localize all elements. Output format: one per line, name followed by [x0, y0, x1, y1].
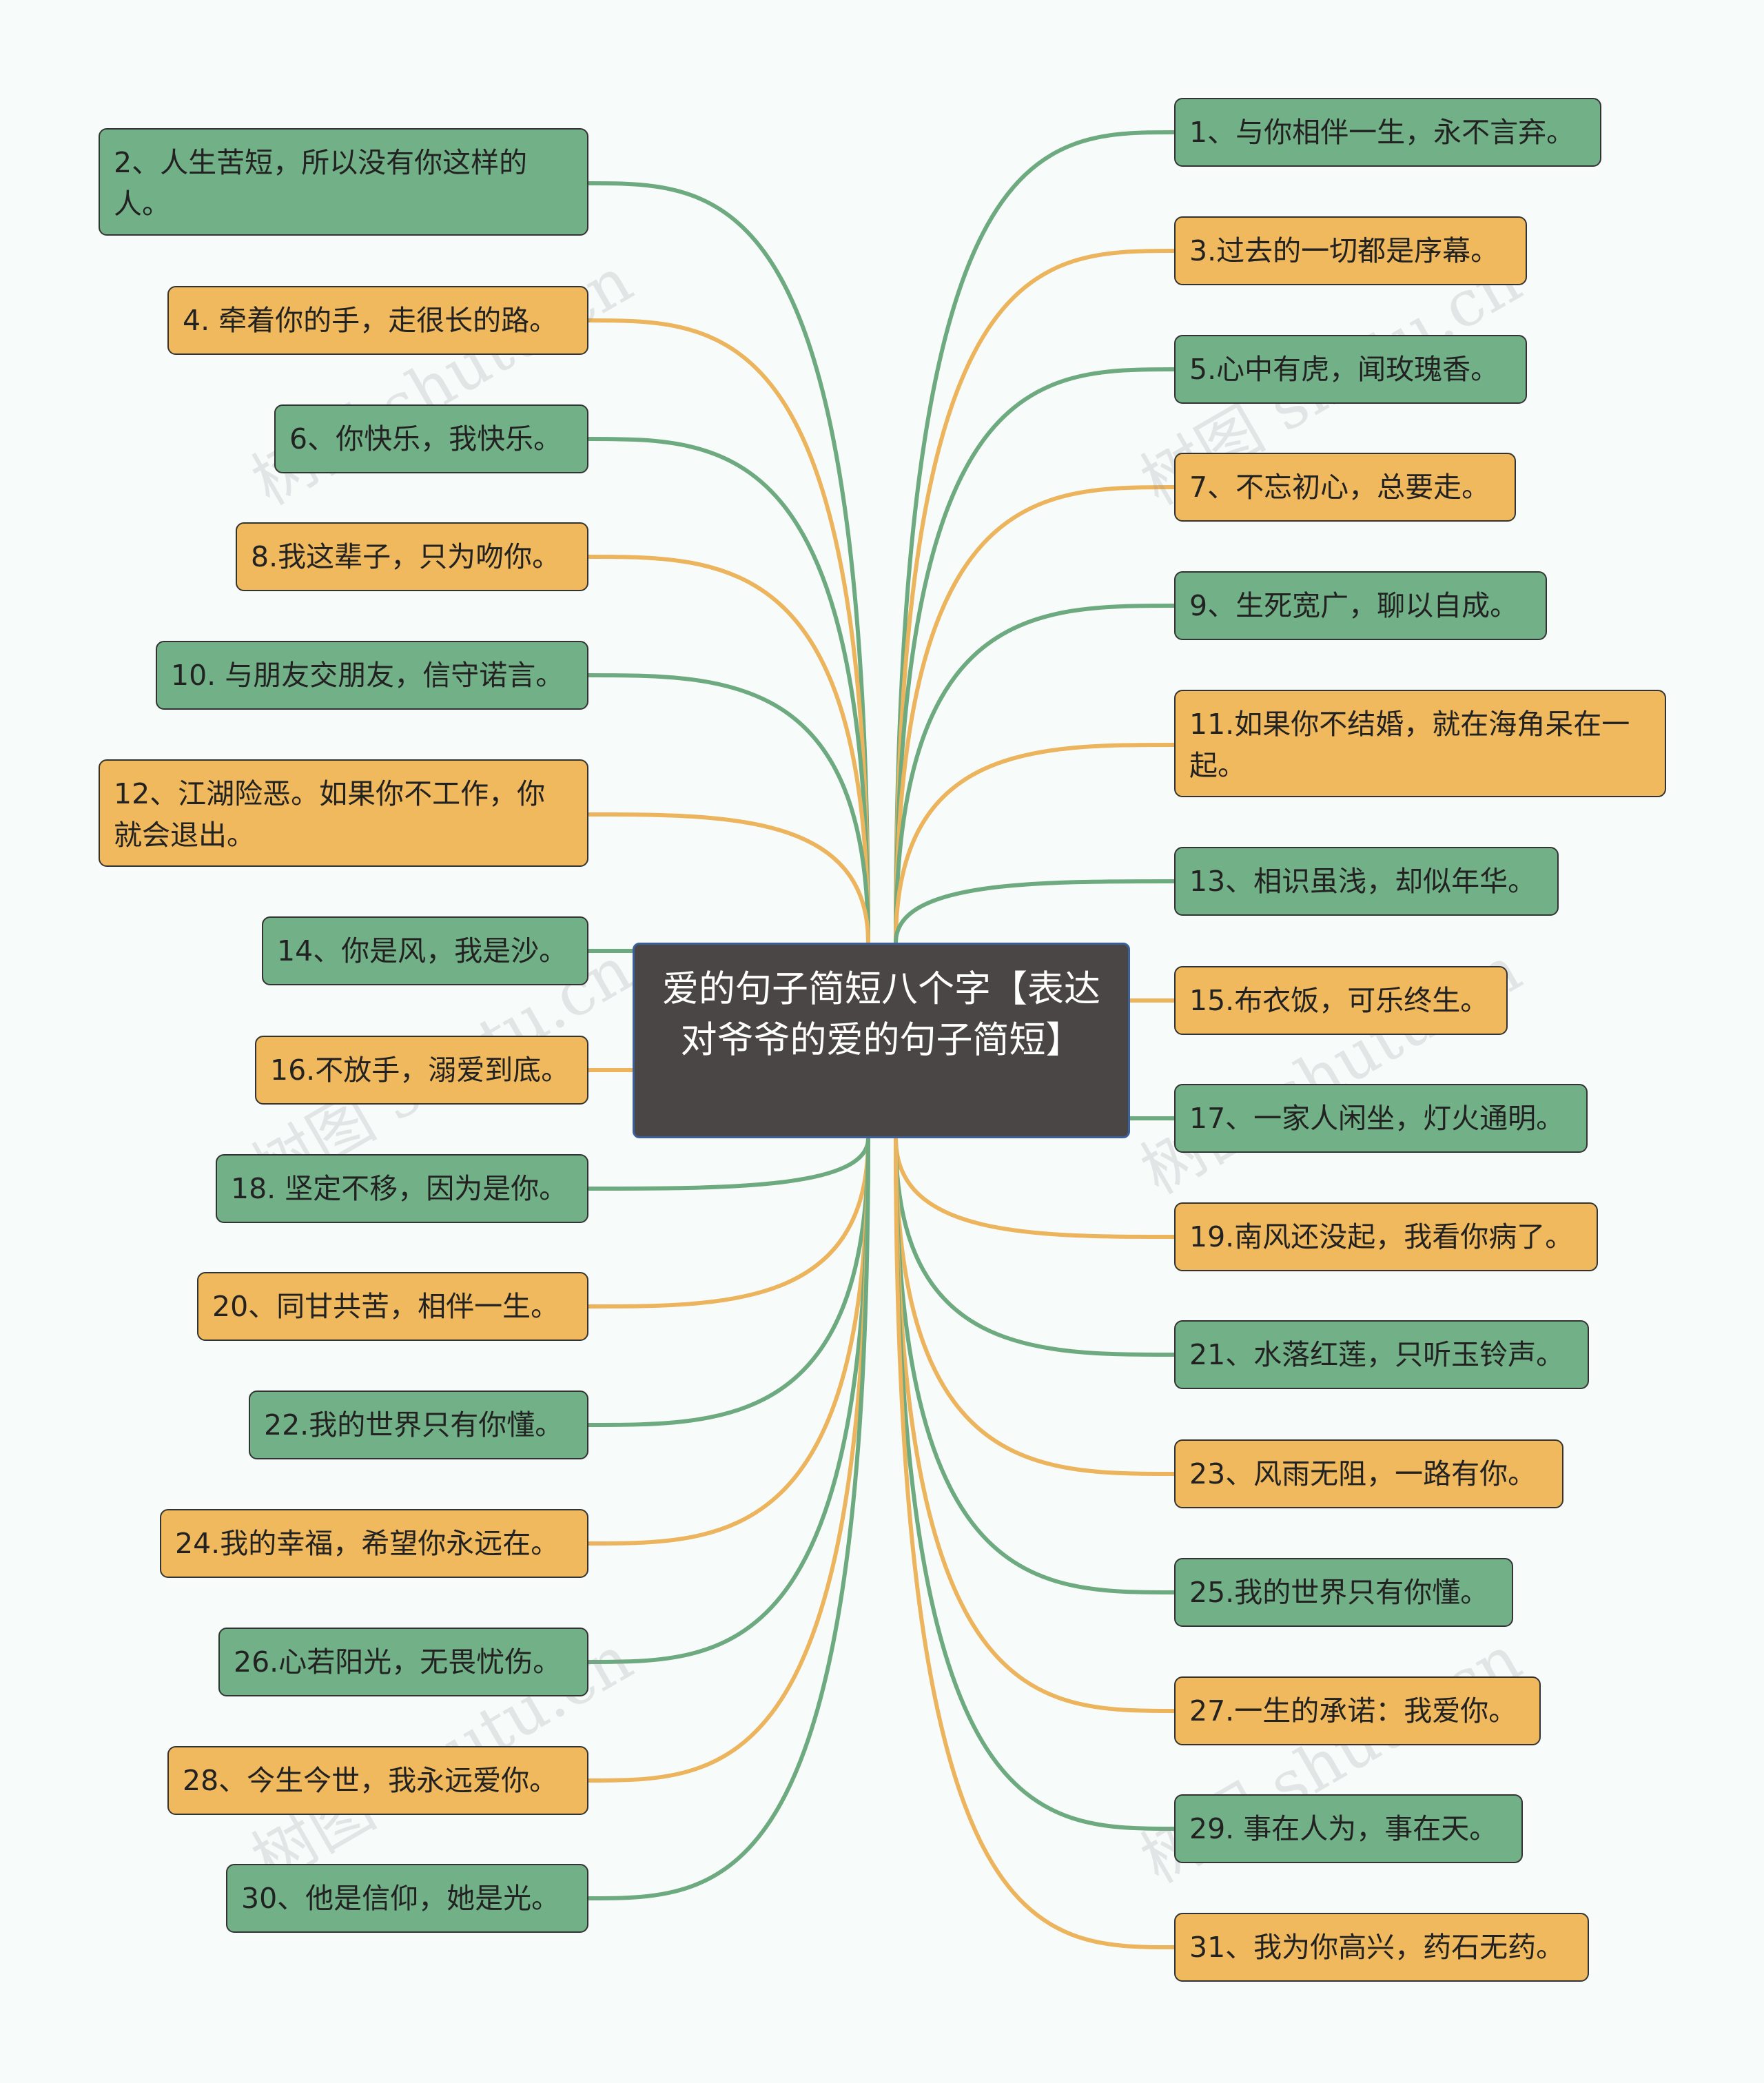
right-connector-1 — [894, 130, 1175, 943]
left-connector-4 — [588, 555, 870, 943]
left-topic-13[interactable]: 26.心若阳光，无畏忧伤。 — [218, 1628, 588, 1696]
left-connector-13 — [588, 1138, 870, 1664]
right-topic-10[interactable]: 19.南风还没起，我看你病了。 — [1174, 1202, 1598, 1271]
left-connector-10 — [588, 1138, 870, 1309]
left-topic-7[interactable]: 14、你是风，我是沙。 — [262, 916, 588, 985]
left-connector-6 — [588, 812, 870, 943]
left-connector-9 — [588, 1138, 870, 1191]
left-topic-1[interactable]: 2、人生苦短，所以没有你这样的人。 — [99, 128, 588, 236]
left-topic-6[interactable]: 12、江湖险恶。如果你不工作，你就会退出。 — [99, 759, 588, 867]
right-connector-12 — [894, 1138, 1175, 1476]
left-connector-5 — [588, 673, 870, 943]
left-topic-15[interactable]: 30、他是信仰，她是光。 — [226, 1864, 588, 1933]
right-connector-13 — [894, 1138, 1175, 1594]
left-connector-12 — [588, 1138, 870, 1546]
right-topic-5[interactable]: 9、生死宽广，聊以自成。 — [1174, 571, 1547, 640]
right-topic-13[interactable]: 25.我的世界只有你懂。 — [1174, 1558, 1513, 1627]
left-topic-3[interactable]: 6、你快乐，我快乐。 — [274, 404, 588, 473]
right-topic-4[interactable]: 7、不忘初心，总要走。 — [1174, 453, 1516, 522]
left-connector-14 — [588, 1138, 870, 1783]
right-connector-15 — [894, 1138, 1175, 1831]
right-topic-11[interactable]: 21、水落红莲，只听玉铃声。 — [1174, 1320, 1589, 1389]
right-connector-6 — [894, 743, 1175, 943]
left-topic-11[interactable]: 22.我的世界只有你懂。 — [249, 1391, 588, 1459]
left-topic-12[interactable]: 24.我的幸福，希望你永远在。 — [160, 1509, 588, 1578]
right-connector-11 — [894, 1138, 1175, 1357]
right-connector-7 — [894, 879, 1175, 943]
left-connector-15 — [588, 1138, 870, 1900]
left-topic-10[interactable]: 20、同甘共苦，相伴一生。 — [197, 1272, 588, 1341]
right-topic-3[interactable]: 5.心中有虎，闻玫瑰香。 — [1174, 335, 1527, 404]
right-topic-16[interactable]: 31、我为你高兴，药石无药。 — [1174, 1913, 1589, 1982]
right-topic-2[interactable]: 3.过去的一切都是序幕。 — [1174, 216, 1527, 285]
right-topic-14[interactable]: 27.一生的承诺：我爱你。 — [1174, 1676, 1541, 1745]
right-connector-4 — [894, 485, 1175, 943]
right-topic-7[interactable]: 13、相识虽浅，却似年华。 — [1174, 847, 1559, 916]
left-topic-4[interactable]: 8.我这辈子，只为吻你。 — [236, 522, 588, 591]
left-connector-2 — [588, 318, 870, 943]
right-connector-14 — [894, 1138, 1175, 1713]
left-topic-8[interactable]: 16.不放手，溺爱到底。 — [255, 1036, 588, 1105]
right-connector-16 — [894, 1138, 1175, 1949]
right-topic-6[interactable]: 11.如果你不结婚，就在海角呆在一起。 — [1174, 690, 1666, 797]
right-topic-9[interactable]: 17、一家人闲坐，灯火通明。 — [1174, 1084, 1588, 1153]
left-topic-5[interactable]: 10. 与朋友交朋友，信守诺言。 — [156, 641, 588, 710]
left-topic-2[interactable]: 4. 牵着你的手，走很长的路。 — [167, 286, 588, 355]
left-connector-1 — [588, 181, 870, 943]
right-topic-1[interactable]: 1、与你相伴一生，永不言弃。 — [1174, 98, 1601, 167]
right-connector-2 — [894, 249, 1175, 943]
right-connector-5 — [894, 604, 1175, 943]
right-connector-3 — [894, 367, 1175, 943]
left-topic-14[interactable]: 28、今生今世，我永远爱你。 — [167, 1746, 588, 1815]
central-topic[interactable]: 爱的句子简短八个字【表达对爷爷的爱的句子简短】 — [633, 943, 1130, 1138]
left-connector-11 — [588, 1138, 870, 1427]
right-topic-8[interactable]: 15.布衣饭，可乐终生。 — [1174, 966, 1508, 1035]
right-topic-12[interactable]: 23、风雨无阻，一路有你。 — [1174, 1439, 1563, 1508]
right-topic-15[interactable]: 29. 事在人为，事在天。 — [1174, 1794, 1523, 1863]
left-topic-9[interactable]: 18. 坚定不移，因为是你。 — [216, 1154, 588, 1223]
right-connector-10 — [894, 1138, 1175, 1239]
left-connector-3 — [588, 437, 870, 943]
